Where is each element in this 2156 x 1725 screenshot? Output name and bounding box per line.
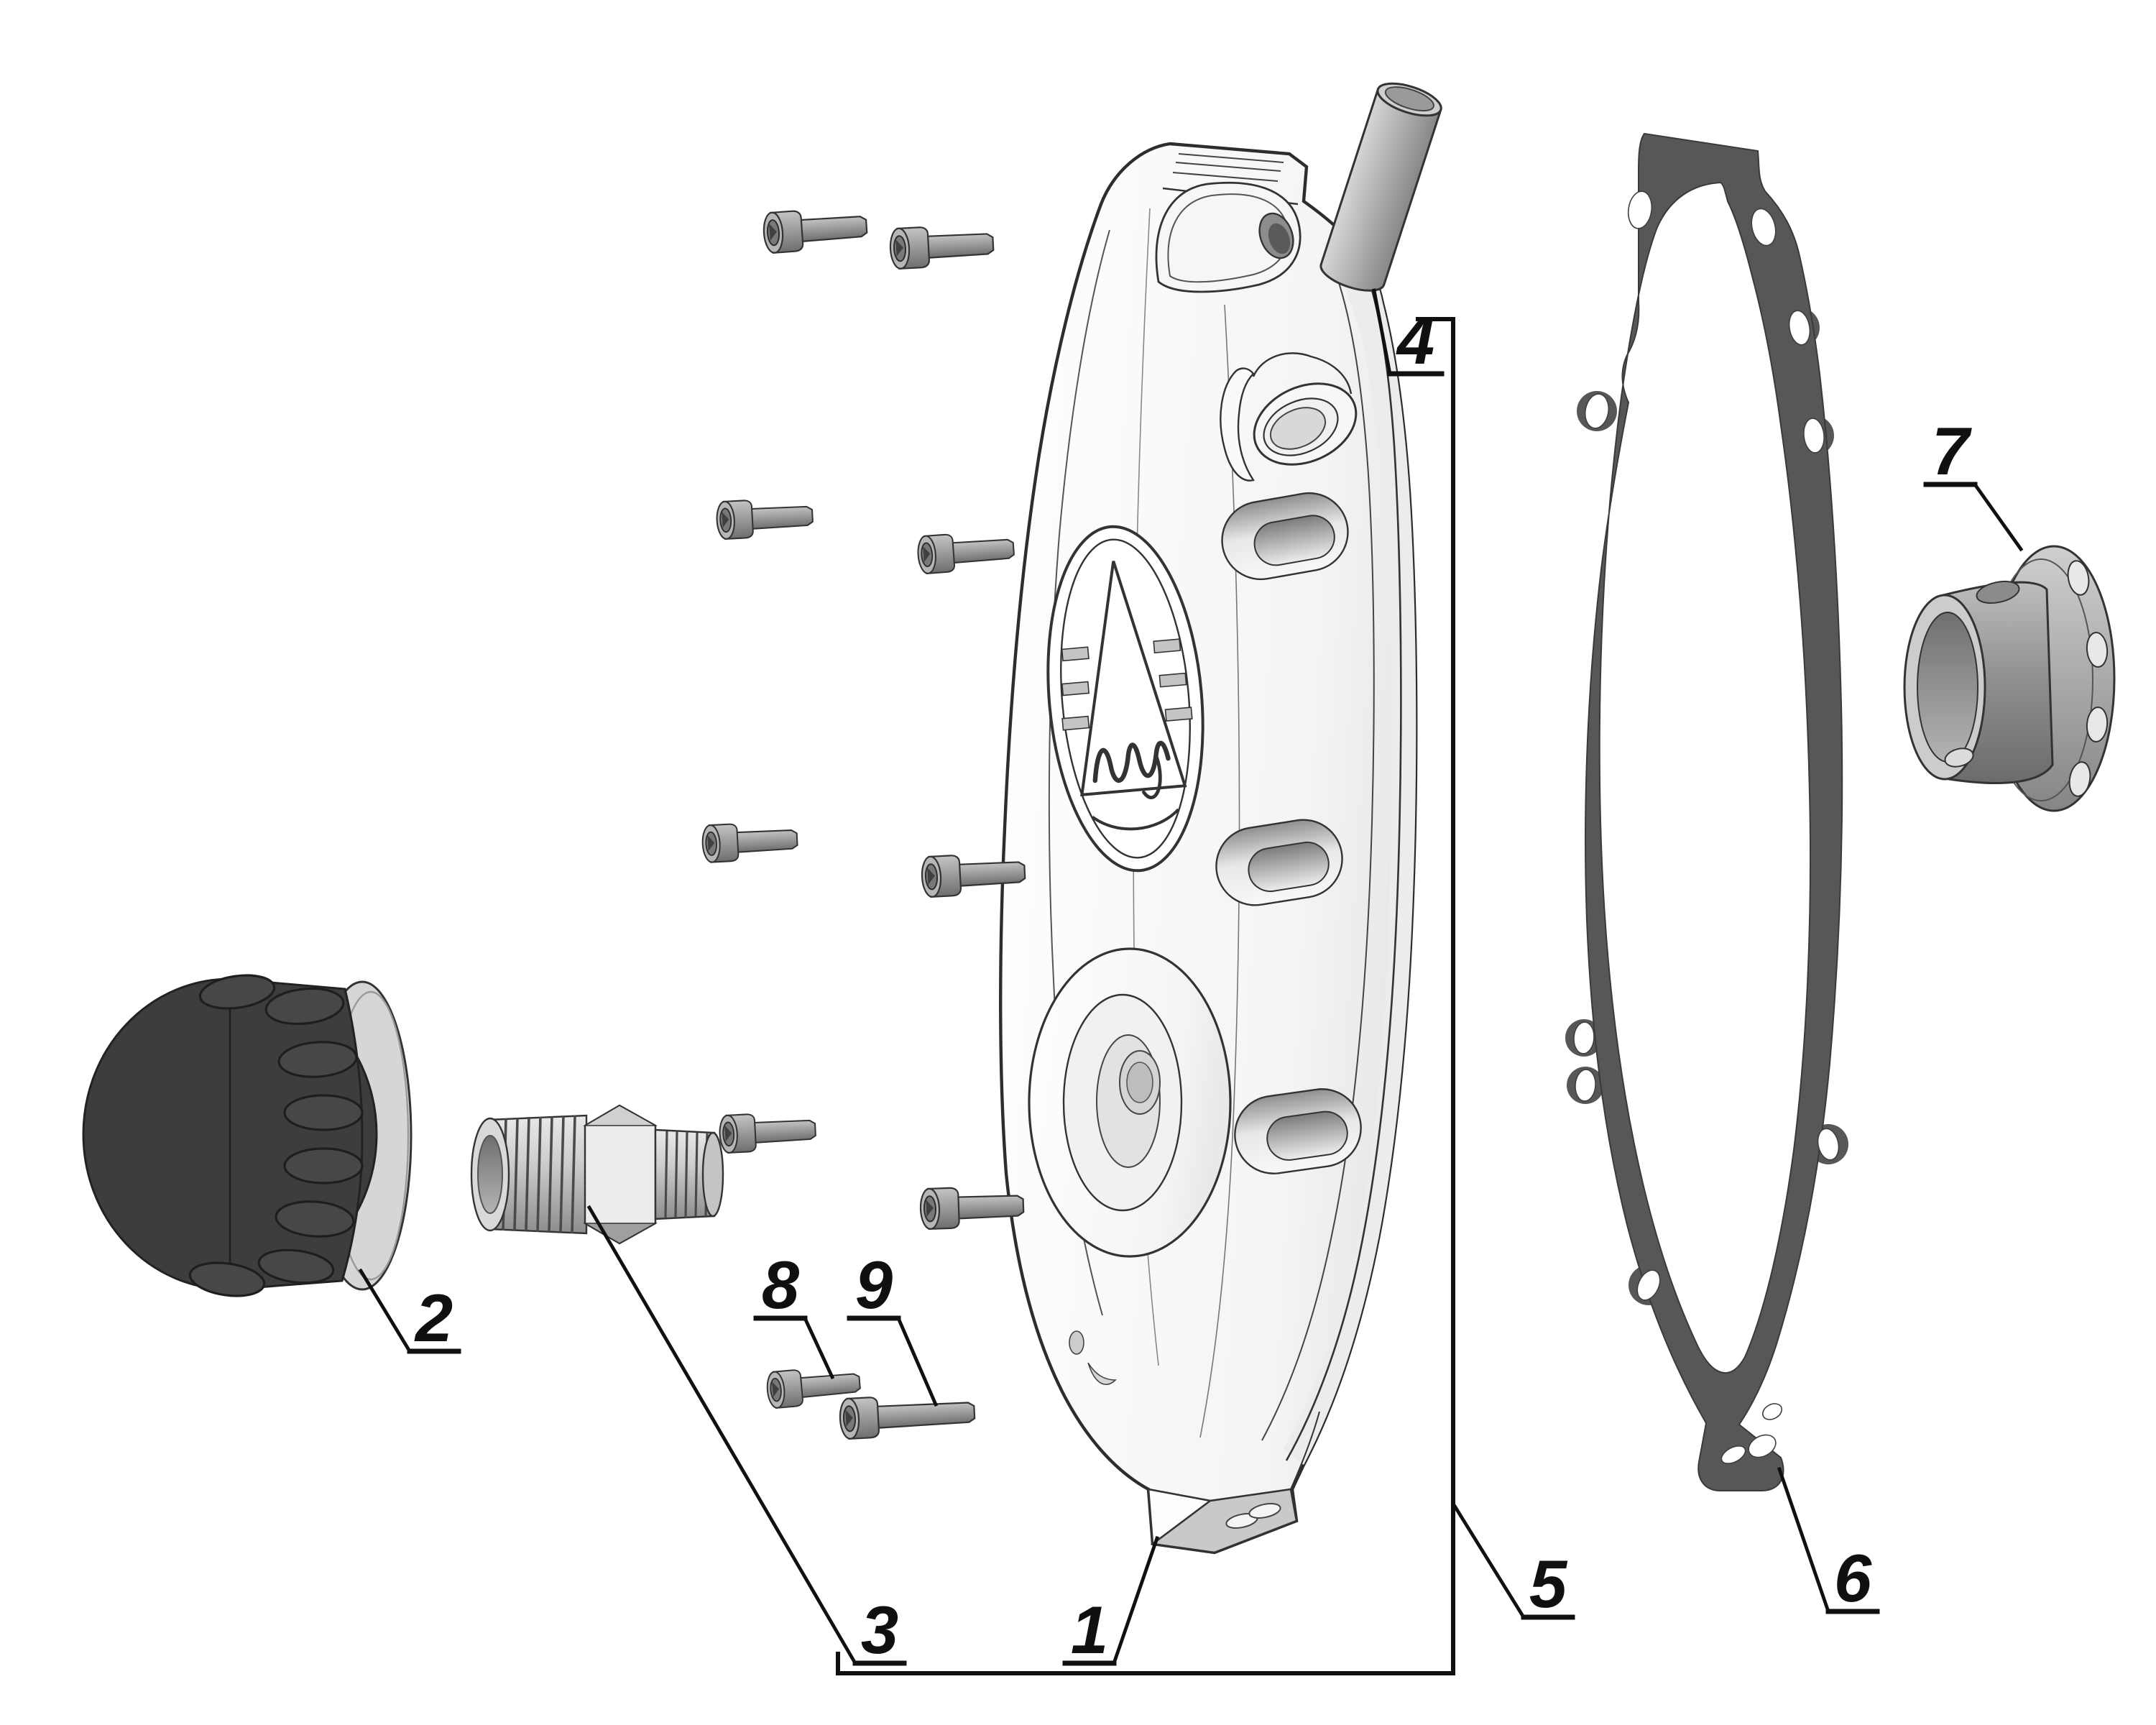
callout-label: 8 <box>762 1247 800 1322</box>
callout-label: 4 <box>1396 303 1434 378</box>
callout-4: 4 <box>1372 288 1445 378</box>
gasket-bolt-holes <box>1573 190 1840 1465</box>
callout-label: 9 <box>855 1247 893 1322</box>
bolt <box>715 496 814 540</box>
logo-script <box>1092 740 1171 783</box>
bushing-bore <box>1917 612 1978 763</box>
callout-label: 6 <box>1834 1540 1872 1616</box>
callout-2: 2 <box>358 1268 461 1356</box>
bolt-part-9 <box>838 1391 977 1440</box>
izh-logo-emblem <box>1046 525 1204 873</box>
cover-gasket <box>1565 132 1848 1491</box>
bolt <box>718 1110 817 1154</box>
gasket-body <box>1585 132 1843 1491</box>
breather-tube <box>1319 82 1442 292</box>
screw-bosses <box>1215 492 1362 1174</box>
release-bushing <box>1903 545 2116 812</box>
callout-6: 6 <box>1777 1466 1880 1616</box>
callout-7: 7 <box>1923 413 2024 552</box>
callout-label: 2 <box>414 1280 453 1356</box>
bolt <box>916 529 1016 575</box>
bolt <box>888 222 995 270</box>
bushing-notch <box>1976 580 2020 604</box>
filler-neck <box>1220 352 1358 482</box>
cover-outline <box>999 142 1418 1555</box>
clutch-cover <box>999 142 1418 1555</box>
flange-holes <box>2067 560 2109 797</box>
fitting-bore <box>477 1135 503 1214</box>
mounting-foot <box>1147 1411 1320 1554</box>
cable-mount-lug <box>1155 181 1302 293</box>
bolt <box>761 205 869 254</box>
filter-cap <box>82 974 413 1297</box>
crank-boss <box>1028 947 1232 1386</box>
assembly-bracket <box>836 317 1455 1675</box>
cover-right-rim-band <box>1284 254 1416 1465</box>
callout-label: 7 <box>1932 413 1972 489</box>
callout-3: 3 <box>586 1205 907 1668</box>
threaded-nipple-fitting <box>470 1104 724 1245</box>
bolt <box>701 819 799 864</box>
callout-label: 5 <box>1529 1546 1568 1622</box>
spout-hook <box>1220 367 1255 482</box>
callouts: 1 2 3 4 5 6 7 <box>358 288 2024 1668</box>
callout-1: 1 <box>1062 1535 1160 1668</box>
callout-label: 1 <box>1071 1592 1108 1668</box>
callout-5: 5 <box>1450 1501 1575 1622</box>
callout-8: 8 <box>753 1247 835 1380</box>
cap-knurling <box>188 974 364 1297</box>
callout-9: 9 <box>847 1247 939 1407</box>
callout-label: 3 <box>861 1592 898 1668</box>
